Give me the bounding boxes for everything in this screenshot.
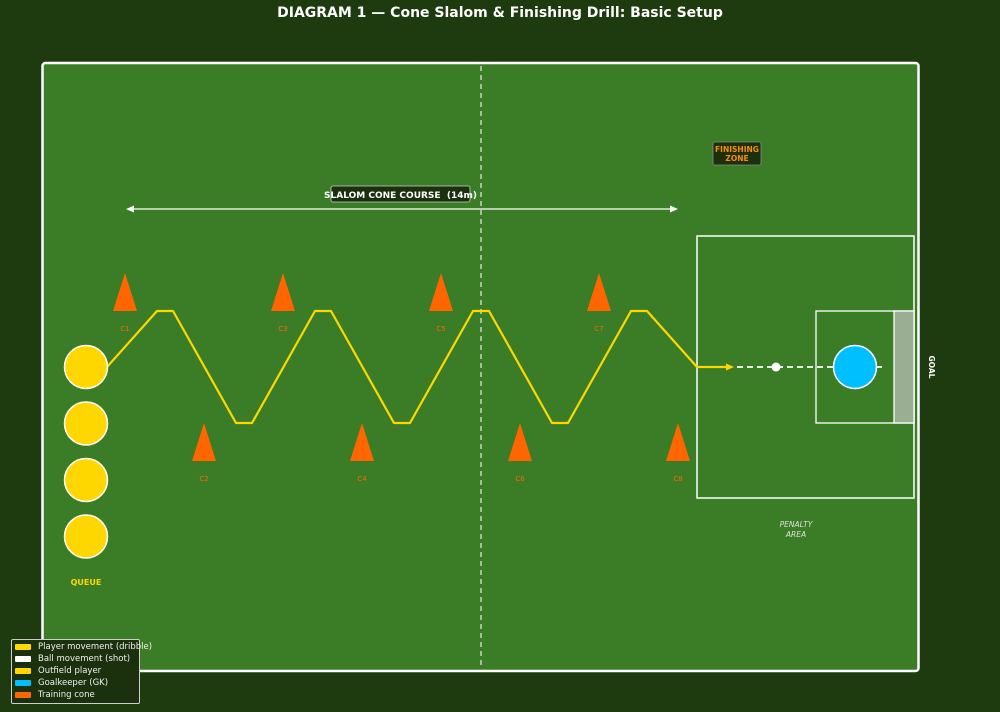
cone-label: C4 — [357, 475, 367, 483]
finishing-zone-label-line2: ZONE — [725, 154, 748, 163]
cone-icon — [192, 423, 216, 461]
cone-label: C7 — [594, 325, 603, 333]
cone-icon — [429, 273, 453, 311]
legend-item: Training cone — [12, 689, 139, 701]
cone-c4: C4 — [350, 423, 374, 483]
cone-c7: C7 — [587, 273, 611, 333]
penalty-area-label-line2: AREA — [785, 530, 806, 539]
queue-player — [63, 514, 109, 559]
legend-item: Outfield player — [12, 665, 139, 677]
legend-item: Ball movement (shot) — [12, 653, 139, 665]
goal-label: GOAL — [927, 356, 936, 379]
legend-label: Outfield player — [38, 666, 102, 676]
legend: Player movement (dribble) Ball movement (… — [11, 639, 152, 704]
legend-label: Ball movement (shot) — [38, 654, 131, 664]
legend-swatch — [15, 680, 31, 686]
legend-item: Goalkeeper (GK) — [12, 677, 139, 689]
diagram-title: DIAGRAM 1 — Cone Slalom & Finishing Dril… — [277, 5, 723, 21]
legend-item: Player movement (dribble) — [12, 641, 152, 653]
goal — [893, 310, 915, 424]
cone-icon — [508, 423, 532, 461]
cone-label: C3 — [278, 325, 287, 333]
legend-swatch — [15, 692, 31, 698]
dribble-path — [106, 309, 728, 425]
queue-label: QUEUE — [71, 578, 102, 587]
legend-swatch — [15, 668, 31, 674]
cone-label: C8 — [673, 475, 682, 483]
cone-icon — [587, 273, 611, 311]
queue-player — [63, 344, 109, 390]
course-label: SLALOM CONE COURSE (14m) — [324, 191, 477, 201]
cone-icon — [271, 273, 295, 311]
finishing-zone-label-line1: FINISHING — [715, 145, 759, 154]
cone-label: C6 — [515, 475, 525, 483]
finishing-zone-box — [712, 141, 762, 166]
queue-player — [63, 401, 109, 446]
cone-c5: C5 — [429, 273, 453, 333]
legend-swatch — [15, 644, 31, 650]
cone-c6: C6 — [508, 423, 532, 483]
cone-c8: C8 — [666, 423, 690, 483]
course-label-box — [330, 185, 471, 203]
cone-c1: C1 — [113, 273, 137, 333]
cone-c3: C3 — [271, 273, 295, 333]
legend-label: Goalkeeper (GK) — [38, 678, 109, 688]
cone-icon — [666, 423, 690, 461]
penalty-area-label-line1: PENALTY — [780, 520, 814, 529]
course-span-arrow — [126, 205, 678, 213]
goalkeeper — [832, 344, 878, 390]
cone-label: C2 — [199, 475, 208, 483]
ball — [771, 362, 781, 372]
cone-icon — [350, 423, 374, 461]
dribble-arrowhead — [726, 363, 734, 371]
cone-c2: C2 — [192, 423, 216, 483]
cone-label: C5 — [436, 325, 445, 333]
cone-label: C1 — [120, 325, 129, 333]
legend-label: Training cone — [38, 690, 95, 700]
queue-player — [63, 457, 109, 503]
legend-swatch — [15, 656, 31, 662]
legend-label: Player movement (dribble) — [38, 642, 153, 652]
cone-icon — [113, 273, 137, 311]
queue-players — [63, 344, 109, 559]
